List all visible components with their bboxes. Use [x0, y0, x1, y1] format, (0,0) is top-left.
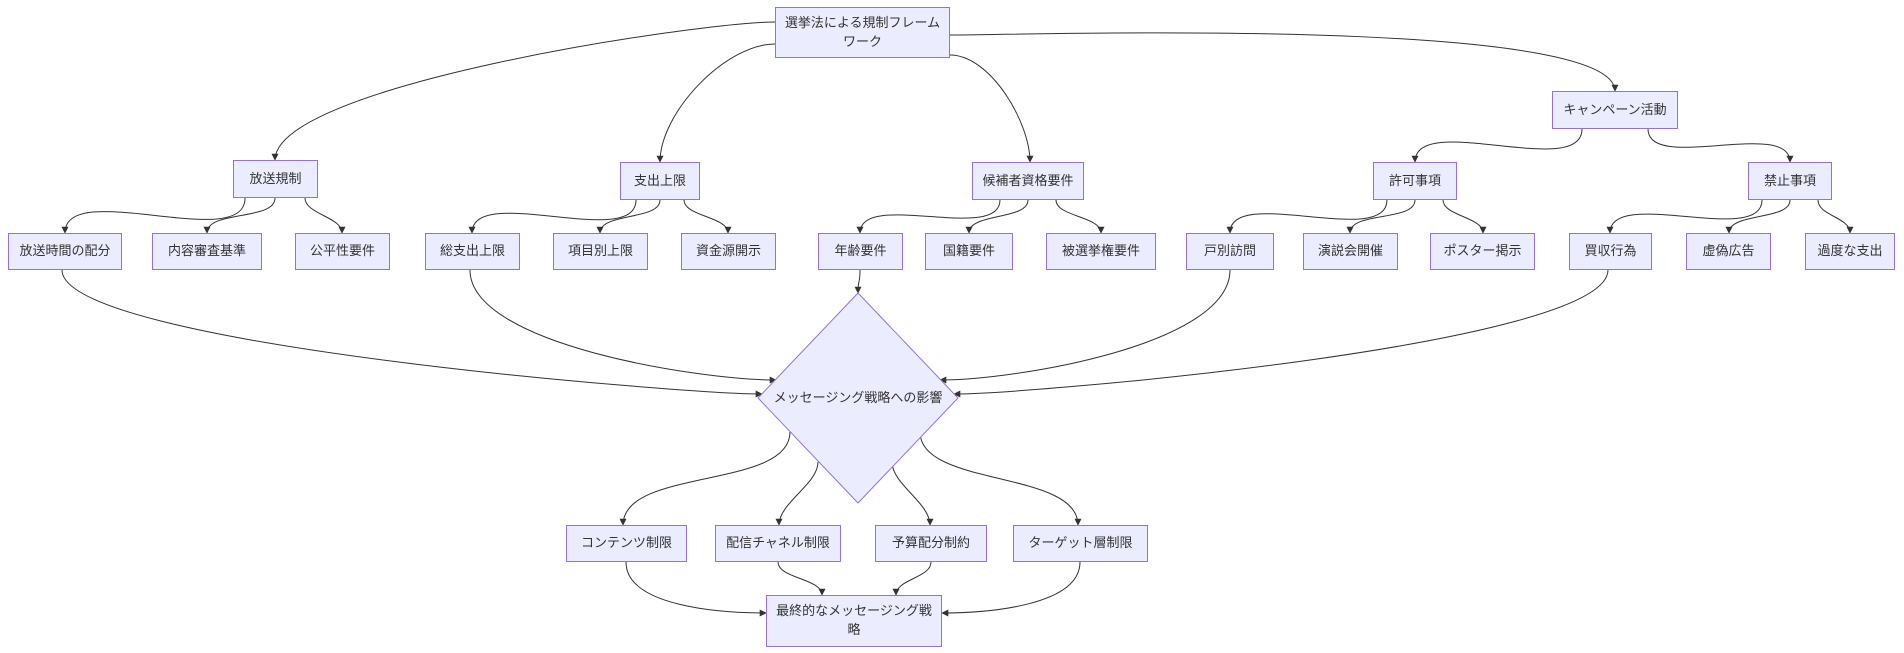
- node-spending: 支出上限: [620, 162, 700, 200]
- node-label-doortodoor: 戸別訪問: [1203, 243, 1256, 259]
- node-airtime: 放送時間の配分: [8, 233, 122, 270]
- node-label-overspend: 過度な支出: [1817, 243, 1883, 259]
- edge-candidate-eligibility: [1055, 199, 1105, 234]
- shapes-group: [757, 292, 959, 504]
- node-bribery: 買収行為: [1569, 233, 1652, 270]
- node-disclosure: 資金源開示: [681, 233, 776, 270]
- node-label-permitted: 許可事項: [1388, 172, 1441, 188]
- edge-permitted-poster: [1442, 199, 1487, 234]
- edge-impact-budget: [891, 461, 934, 526]
- node-itemcap: 項目別上限: [553, 233, 648, 270]
- node-root: 選挙法による規制フレームワーク: [775, 7, 950, 58]
- node-totalcap: 総支出上限: [425, 233, 520, 270]
- edge-campaign-prohibited: [1647, 128, 1794, 163]
- edge-permitted-speech: [1346, 199, 1416, 234]
- edge-impact-content: [619, 431, 791, 526]
- edge-bribery-impact: [953, 269, 1609, 398]
- edge-totalcap-impact: [469, 269, 777, 384]
- edge-target-final: [941, 561, 1081, 617]
- edge-prohibited-falsead: [1725, 199, 1791, 234]
- node-label-content: コンテンツ制限: [580, 535, 672, 551]
- node-fairness: 公平性要件: [295, 233, 390, 270]
- edge-prohibited-bribery: [1606, 199, 1763, 234]
- node-candidate: 候補者資格要件: [972, 162, 1084, 200]
- edge-broadcast-airtime: [61, 197, 246, 234]
- edge-broadcast-fairness: [304, 197, 346, 234]
- edge-permitted-doortodoor: [1226, 199, 1388, 234]
- edge-candidate-nationality: [965, 199, 1029, 234]
- node-label-campaign: キャンペーン活動: [1563, 101, 1667, 117]
- edge-broadcast-review: [203, 197, 276, 234]
- edge-spending-disclosure: [683, 199, 732, 234]
- node-doortodoor: 戸別訪問: [1186, 233, 1274, 270]
- edge-spending-totalcap: [468, 199, 637, 234]
- node-speech: 演説会開催: [1303, 233, 1398, 270]
- node-falsead: 虚偽広告: [1686, 233, 1771, 270]
- edge-candidate-age: [856, 199, 1001, 234]
- node-permitted: 許可事項: [1373, 162, 1457, 200]
- node-poster: ポスター掲示: [1430, 233, 1535, 270]
- edge-content-final: [625, 561, 767, 617]
- edge-age-impact: [854, 269, 862, 294]
- edge-doortodoor-impact: [939, 269, 1231, 384]
- node-campaign: キャンペーン活動: [1552, 91, 1678, 129]
- node-label-bribery: 買収行為: [1584, 243, 1637, 259]
- edge-root-candidate: [949, 54, 1034, 163]
- node-label-review: 内容審査基準: [167, 243, 246, 259]
- edge-impact-target: [919, 431, 1082, 526]
- node-label-poster: ポスター掲示: [1443, 243, 1522, 259]
- node-label-airtime: 放送時間の配分: [19, 243, 111, 259]
- node-review: 内容審査基準: [152, 233, 262, 270]
- edge-channel-final: [777, 561, 826, 596]
- node-label-disclosure: 資金源開示: [695, 243, 761, 259]
- node-budget: 予算配分制約: [875, 525, 987, 562]
- edge-airtime-impact: [61, 269, 763, 398]
- node-label-age: 年齢要件: [834, 243, 887, 259]
- node-channel: 配信チャネル制限: [715, 525, 841, 562]
- edge-impact-channel: [775, 461, 819, 526]
- node-overspend: 過度な支出: [1805, 233, 1895, 270]
- node-label-spending: 支出上限: [633, 172, 686, 188]
- node-prohibited: 禁止事項: [1748, 162, 1832, 200]
- node-nationality: 国籍要件: [925, 233, 1013, 270]
- node-label-falsead: 虚偽広告: [1702, 243, 1755, 259]
- node-target: ターゲット層制限: [1013, 525, 1148, 562]
- node-shape-impact: [757, 292, 959, 504]
- node-label-speech: 演説会開催: [1317, 243, 1383, 259]
- node-age: 年齢要件: [818, 233, 903, 270]
- node-label-budget: 予算配分制約: [891, 535, 970, 551]
- node-eligibility: 被選挙権要件: [1046, 233, 1156, 270]
- node-content: コンテンツ制限: [566, 525, 687, 562]
- node-label-broadcast: 放送規制: [249, 170, 302, 186]
- node-label-root: 選挙法による規制フレームワーク: [784, 14, 941, 49]
- edge-budget-final: [892, 561, 932, 596]
- edge-root-spending: [656, 43, 776, 163]
- edge-root-broadcast: [271, 21, 776, 161]
- node-label-fairness: 公平性要件: [309, 243, 375, 259]
- node-label-eligibility: 被選挙権要件: [1061, 243, 1140, 259]
- edge-root-campaign: [949, 32, 1619, 92]
- edge-prohibited-overspend: [1817, 199, 1854, 234]
- node-label-target: ターゲット層制限: [1028, 535, 1133, 551]
- node-label-final: 最終的なメッセージング戦略: [776, 603, 932, 637]
- node-label-nationality: 国籍要件: [942, 243, 995, 259]
- node-label-prohibited: 禁止事項: [1763, 172, 1816, 188]
- node-final: 最終的なメッセージング戦略: [766, 595, 942, 647]
- node-label-channel: 配信チャネル制限: [726, 535, 830, 551]
- node-broadcast: 放送規制: [233, 160, 318, 198]
- node-label-totalcap: 総支出上限: [439, 243, 505, 259]
- edge-spending-itemcap: [596, 199, 661, 234]
- edge-campaign-permitted: [1411, 128, 1583, 163]
- node-label-candidate: 候補者資格要件: [982, 172, 1074, 188]
- edges-group: [61, 21, 1854, 617]
- node-label-itemcap: 項目別上限: [567, 243, 633, 259]
